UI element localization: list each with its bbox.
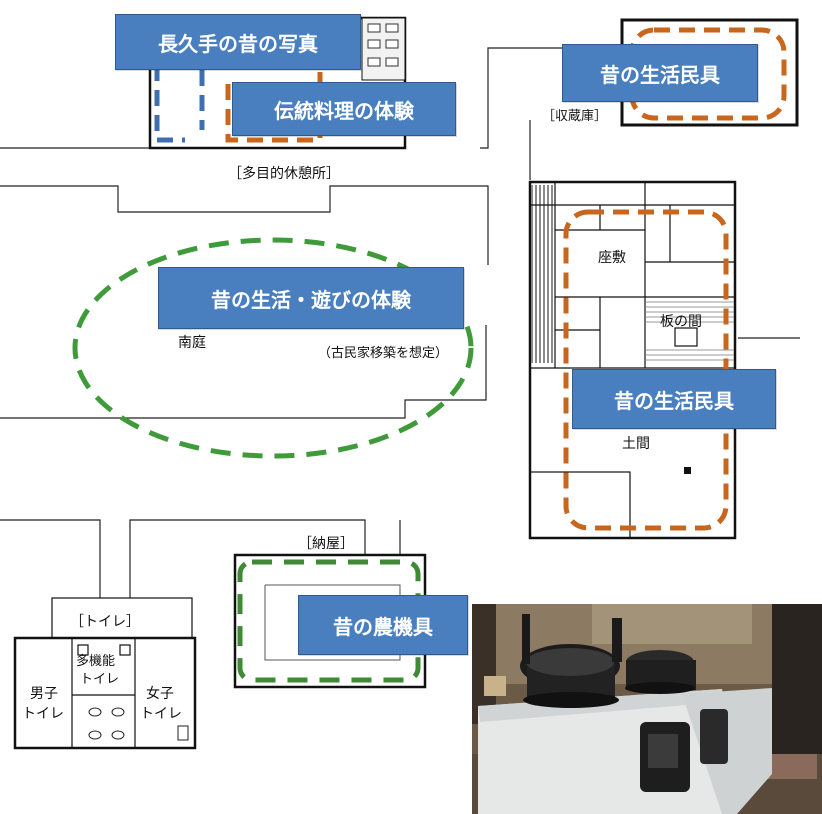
old-photos-callout: 長久手の昔の写真: [115, 14, 361, 70]
life-play-experience-callout: 昔の生活・遊びの体験: [158, 267, 464, 329]
kamado-photo: [472, 604, 822, 814]
farm-tools-callout: 昔の農機具: [298, 595, 468, 655]
photos-area-outline: [154, 65, 185, 143]
toilet-building: [13, 597, 197, 750]
south-garden-outline: [72, 237, 474, 459]
minka-building: [528, 180, 737, 540]
rest-area-label: ［多目的休憩所］: [228, 165, 340, 182]
multi-toilet-label-1: 多機能: [76, 653, 115, 669]
barn-label: ［納屋］: [298, 536, 354, 552]
minka-tools-callout: 昔の生活民具: [572, 369, 776, 429]
site-boundary-lines: [0, 47, 800, 598]
itanoma-label: 板の間: [660, 314, 702, 330]
storehouse-tools-callout: 昔の生活民具: [562, 44, 758, 102]
toilet-label: ［トイレ］: [70, 614, 140, 630]
minka-note-label: （古民家移築を想定）: [318, 345, 448, 361]
multi-toilet-label-2: トイレ: [80, 672, 119, 687]
womens-toilet-label-1: 女子: [146, 685, 174, 702]
cooking-experience-callout: 伝統料理の体験: [232, 82, 456, 136]
zashiki-label: 座敷: [598, 250, 626, 266]
barn-outline: [237, 559, 421, 683]
south-garden-label: 南庭: [178, 334, 206, 351]
mens-toilet-label-2: トイレ: [22, 706, 64, 722]
mens-toilet-label-1: 男子: [30, 686, 58, 702]
storehouse-label: ［収蔵庫］: [542, 109, 607, 124]
doma-label: 土間: [622, 436, 650, 452]
womens-toilet-label-2: トイレ: [140, 706, 182, 722]
